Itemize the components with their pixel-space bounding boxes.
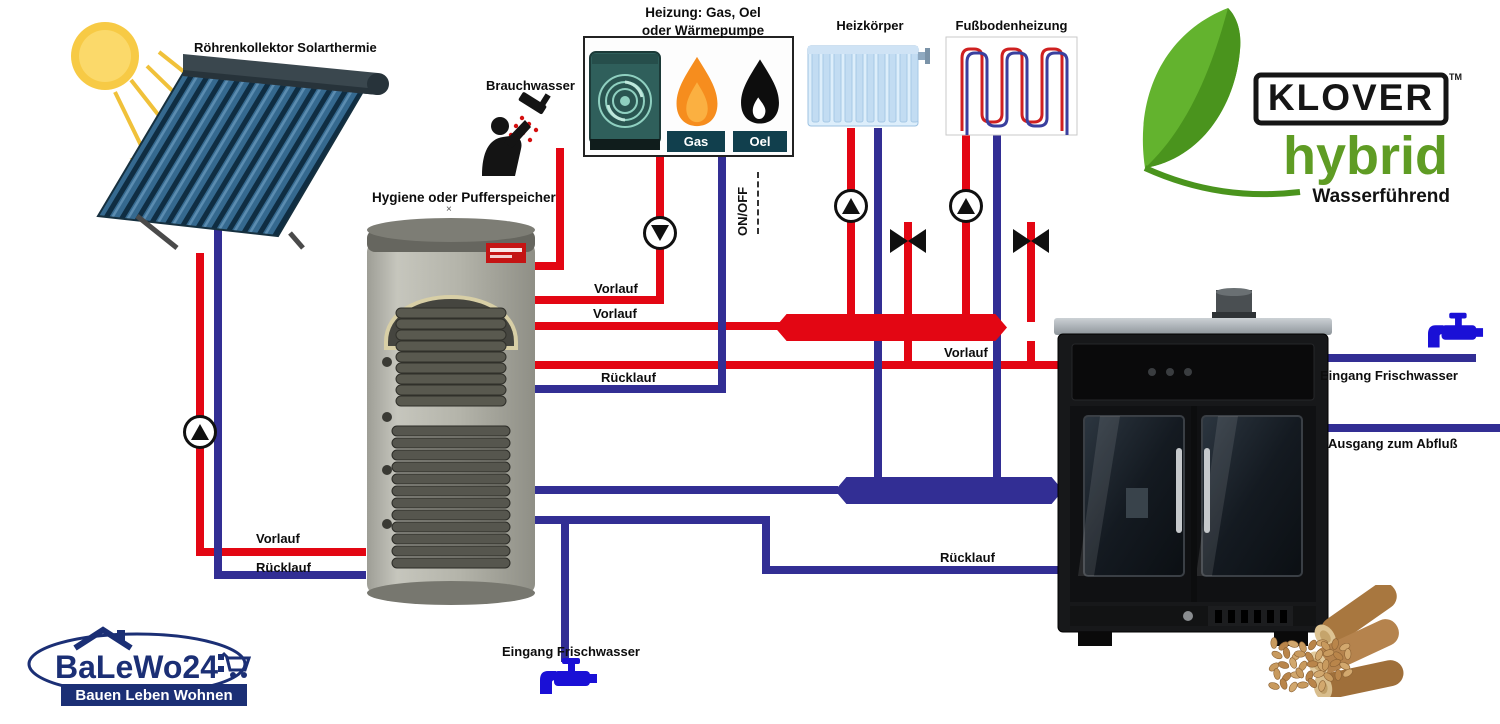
wood-log [1314,585,1397,649]
pipe-solar-ruecklauf-vertical [214,228,222,575]
ruecklauf-label: Rücklauf [256,560,311,575]
tank-mark: × [446,204,452,215]
faucet-icon [1428,312,1484,348]
pump-icon [834,189,868,223]
oel-badge: Oel [733,131,787,152]
pipe-radiator-vorlauf-riser [847,128,855,323]
onoff-label: ON/OFF [735,186,750,236]
tank-label: Hygiene oder Pufferspeicher [372,190,556,205]
pipe-solar-vorlauf-horizontal [196,548,366,556]
lower-coil [391,425,511,569]
klover-wordmark: KLOVER [1268,77,1434,118]
valve-icon [1013,229,1049,253]
onoff-dashed-line [757,172,759,234]
pipe-floorheating-vorlauf-riser [962,128,970,323]
pipe-stove-ruecklauf-h2 [762,566,1062,574]
brauchwasser-label: Brauchwasser [486,78,575,93]
pipe-heizung-vorlauf-horizontal [528,296,664,304]
pipe-floorheating-ruecklauf-riser [993,128,1001,483]
gas-flame-icon [676,56,718,127]
pipe-abfluss-right [1318,424,1500,432]
radiator-icon [807,45,930,127]
ruecklauf-main-band [835,477,1063,504]
valve-icon [890,229,926,253]
vorlauf-label: Vorlauf [593,306,637,321]
pellet-pile [1268,637,1353,693]
klover-tagline: Wasserführend [1312,186,1450,207]
klover-tm: TM [1449,72,1462,82]
pipe-brauchwasser-horizontal [532,262,564,270]
faucet-icon [540,658,597,694]
upper-coil [395,307,507,407]
heizung-title-line2: oder Wärmepumpe [641,22,765,38]
heizkoerper-label: Heizkörper [836,18,904,33]
pipe-solar-ruecklauf-horizontal [214,571,366,579]
buffer-tank [367,218,535,605]
ruecklauf-label: Rücklauf [601,370,656,385]
pipe-frischwasser-vertical [561,516,569,662]
pipe-valve1-stub [904,341,912,367]
pipe-brauchwasser-vertical [556,148,564,270]
ruecklauf-label: Rücklauf [940,550,995,565]
pipe-valve2-stub [1027,341,1035,367]
balewo-logo: BaLeWo24 Bauen Leben Wohnen [27,626,252,706]
floor-heating-icon [945,36,1078,136]
oil-flame-icon [741,59,779,124]
vorlauf-label: Vorlauf [256,531,300,546]
pipe-frischwasser-right [1318,354,1476,362]
pump-icon [949,189,983,223]
hybrid-wordmark: hybrid [1283,126,1448,186]
stove-left-handle [1176,448,1182,533]
fussbodenheizung-label: Fußbodenheizung [955,18,1068,33]
pipe-valve1-vertical [904,222,912,322]
cart-icon [221,651,252,678]
stove-right-handle [1204,448,1210,533]
pipe-ruecklauf-band-feed [528,486,838,494]
pipe-stove-vorlauf-horizontal [528,361,1058,369]
heizung-title: Heizung: Gas, Oel oder Wärmepumpe [603,4,803,39]
pipe-stove-ruecklauf-h1 [528,516,770,524]
solar-collector [96,54,389,250]
eingang-frischwasser-label: Eingang Frischwasser [1320,368,1458,383]
pipe-heizung-ruecklauf-vertical [718,150,726,391]
pipe-valve2-vertical [1027,222,1035,322]
stove-right-door-glass [1201,415,1303,577]
pump-icon [643,216,677,250]
klover-logo: KLOVER TM hybrid Wasserführend [1142,8,1462,207]
vorlauf-label: Vorlauf [944,345,988,360]
heat-pump-icon [589,51,661,150]
vorlauf-label: Vorlauf [594,281,638,296]
pipe-radiator-ruecklauf-riser [874,128,882,483]
pipe-main-vorlauf-horizontal [528,322,780,330]
ausgang-abfluss-label: Ausgang zum Abfluß [1328,436,1458,451]
pipe-stove-ruecklauf-vertical [762,516,770,574]
vorlauf-main-band [775,314,1007,341]
solar-collector-label: Röhrenkollektor Solarthermie [194,40,377,55]
balewo-tagline: Bauen Leben Wohnen [75,687,232,704]
pellet-stove [1054,288,1332,646]
shower-person-icon [482,92,551,176]
heizung-title-line1: Heizung: Gas, Oel [645,5,761,20]
balewo-wordmark: BaLeWo24 [55,649,218,685]
pump-icon [183,415,217,449]
tank-brand-badge [486,243,526,263]
pipe-solar-vorlauf-vertical [196,253,204,556]
eingang-frischwasser-label: Eingang Frischwasser [502,644,640,659]
pipe-heizung-ruecklauf-horizontal [528,385,726,393]
pellets-and-logs [1268,585,1404,697]
gas-badge: Gas [667,131,725,152]
